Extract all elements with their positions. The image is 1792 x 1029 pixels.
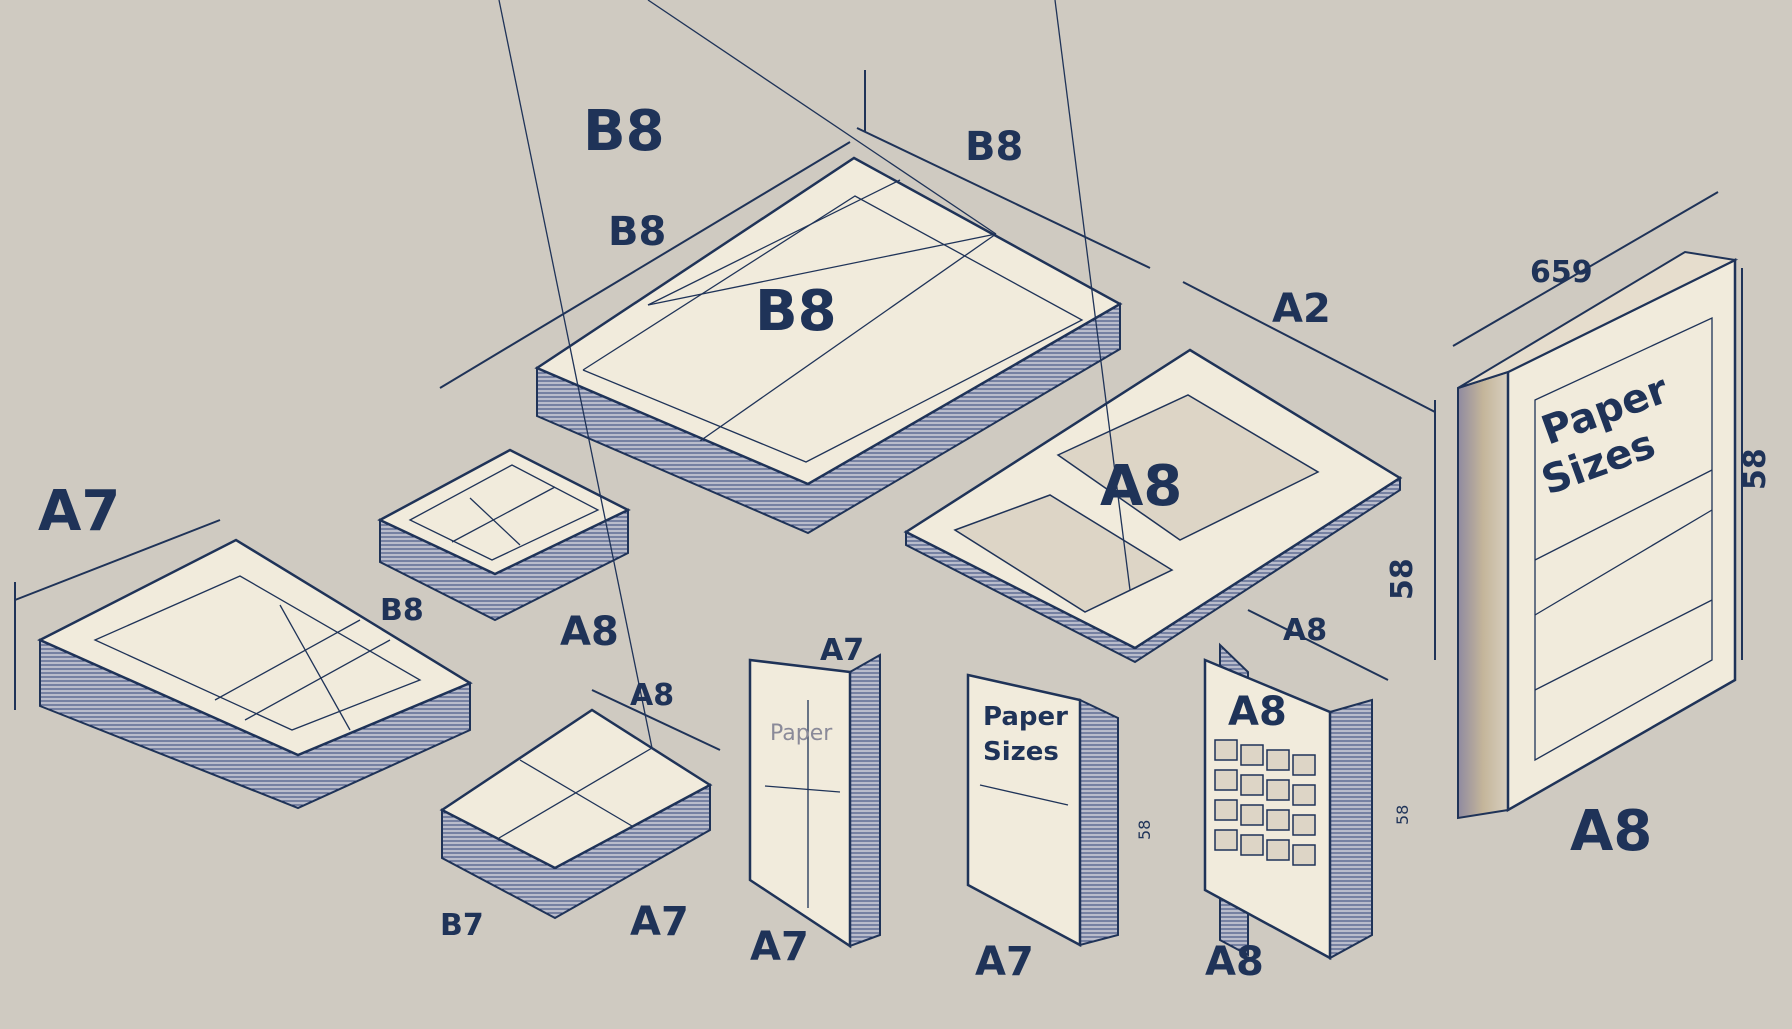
- b8-large-stack: B8: [534, 0, 1123, 535]
- a7-right-label: A7: [630, 899, 689, 945]
- b8-top-edge-label: B8: [965, 124, 1023, 170]
- book3-side-label: 58: [1393, 805, 1412, 825]
- book2-title-line2: Sizes: [983, 737, 1059, 767]
- book2-bottom-label: A7: [975, 939, 1034, 985]
- a7-dim-line: [14, 519, 221, 601]
- book3-bottom-label: A8: [1205, 939, 1264, 985]
- a7-topleft-label: A7: [38, 479, 120, 544]
- book1-bottom-label: A7: [750, 924, 809, 970]
- tall-side-left-label: 58: [1385, 558, 1420, 600]
- book-a7-paper: Paper: [748, 653, 881, 949]
- b7-left-label: B7: [440, 908, 484, 943]
- tall-top-label: 659: [1530, 255, 1593, 290]
- book3-top-label: A8: [1283, 613, 1327, 648]
- a8-small-stack: [439, 0, 713, 920]
- a8-sheet-label: A8: [1100, 454, 1182, 519]
- book-a7-paper-sizes: Paper Sizes: [966, 673, 1119, 948]
- b8-top-dim-line: [856, 127, 1151, 269]
- book-a8-grid: A8: [1203, 642, 1373, 961]
- a7-wide-stack: [37, 538, 473, 810]
- book3-title: A8: [1228, 689, 1287, 735]
- a8-small-top-label: A8: [630, 678, 674, 713]
- book2-title-line1: Paper: [983, 702, 1068, 732]
- small-b8-right-label: A8: [560, 609, 619, 655]
- a2-edge-label: A2: [1272, 286, 1331, 332]
- book3-top-dim-line: [1247, 609, 1389, 681]
- tall-top-dim-line: [1452, 191, 1719, 347]
- small-b8-left-label: B8: [380, 593, 424, 628]
- tall-side-right-label: 58: [1738, 448, 1773, 490]
- a2-dim-line: [1182, 281, 1436, 413]
- a8-flat-sheet: A8: [903, 0, 1403, 664]
- book2-side-label: 58: [1135, 820, 1154, 840]
- small-b8-stack: [377, 448, 631, 622]
- book1-top-label: A7: [820, 633, 864, 668]
- b8-left-dim-line: [439, 141, 851, 389]
- book1-title: Paper: [770, 721, 833, 746]
- b8-left-edge-label: B8: [608, 209, 666, 255]
- b8-sheet-label: B8: [755, 279, 837, 344]
- tall-paper-sizes-book: Paper Sizes: [1457, 250, 1739, 820]
- tall-bottom-label: A8: [1570, 799, 1652, 864]
- a8-small-dim-line: [591, 689, 721, 751]
- headline-b8: B8: [583, 99, 665, 164]
